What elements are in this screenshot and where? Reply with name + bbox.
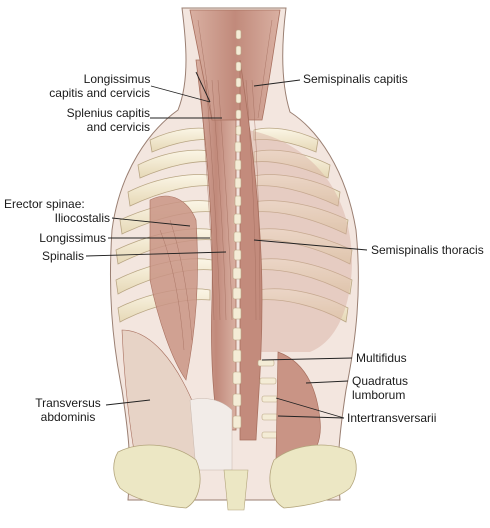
leader-lines	[85, 71, 368, 419]
spinous-processes	[232, 29, 242, 429]
sacrum	[223, 469, 249, 511]
neck-muscles	[189, 9, 281, 121]
right-deep-muscles	[239, 59, 263, 441]
lumbar-transverse-processes	[257, 359, 279, 439]
transversus-label-line2: abdominis	[40, 410, 96, 424]
intertransversarii-label: Intertransversarii	[347, 411, 437, 425]
longissimus-capitis-label-line1: Longissimus	[83, 72, 151, 86]
splenius-label: Splenius capitis and cervicis	[40, 106, 150, 134]
right-thoracic-muscle	[248, 130, 352, 352]
quadratus-label-line2: lumborum	[352, 388, 406, 402]
quadratus-lumborum-label: Quadratus lumborum	[352, 374, 408, 402]
semispinalis-capitis-label: Semispinalis capitis	[303, 72, 408, 86]
semispinalis-thoracis-label: Semispinalis thoracis	[371, 243, 484, 257]
quadratus-label-line1: Quadratus	[352, 374, 409, 388]
iliocostalis-label: Iliocostalis	[54, 211, 110, 225]
multifidus-label: Multifidus	[356, 351, 407, 365]
longissimus-capitis-label-2: capitis and cervicis	[30, 86, 150, 100]
transversus-label-line1: Transversus	[35, 396, 101, 410]
erector-spinae-label: Erector spinae:	[4, 197, 85, 211]
longissimus-label: Longissimus	[39, 231, 106, 245]
muscle-fibres	[159, 19, 273, 351]
longissimus-capitis-label-line2: capitis and cervicis	[49, 86, 150, 100]
right-iliac-crest	[269, 444, 357, 509]
spinalis-label: Spinalis	[41, 249, 84, 263]
iliocostalis-mass	[149, 195, 198, 381]
splenius-label-line1: Splenius capitis	[66, 106, 150, 120]
left-iliac-crest	[113, 444, 201, 509]
thoracolumbar-fascia	[189, 398, 233, 471]
longissimus-capitis-label: Longissimus	[76, 72, 158, 86]
splenius-label-line2: and cervicis	[86, 120, 150, 134]
transversus-abdominis-label: Transversus abdominis	[30, 396, 106, 424]
